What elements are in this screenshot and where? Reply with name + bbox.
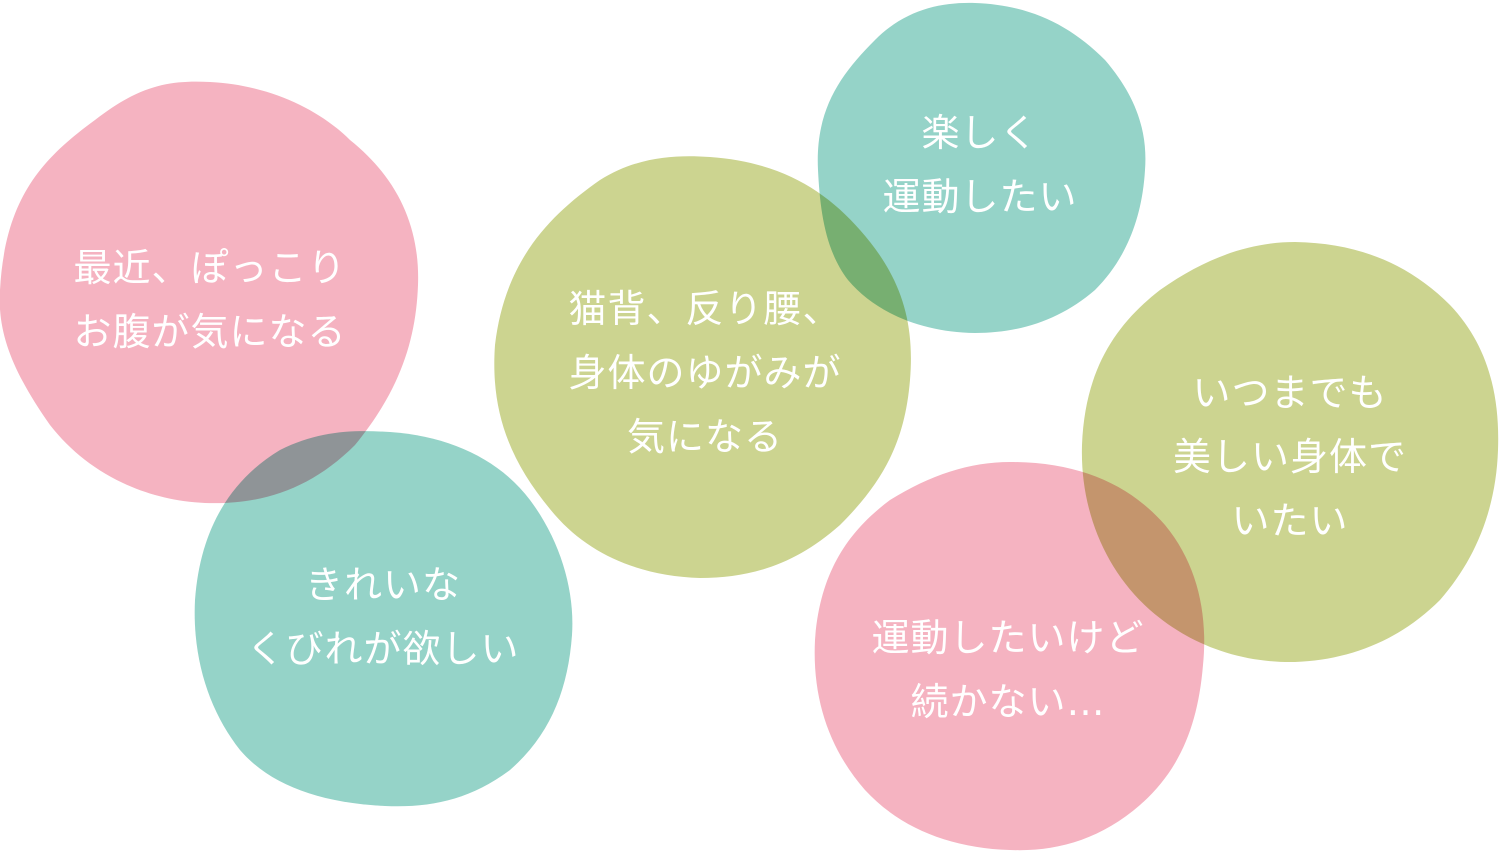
bubble-beauty-text: いつまでも 美しい身体で いたい [1173, 361, 1407, 553]
bubble-beauty-line-2: 美しい身体で [1172, 435, 1408, 479]
bubble-posture-line-1: 猫背、反り腰、 [568, 287, 842, 331]
bubble-continue-text: 運動したいけど 続かない… [871, 606, 1144, 734]
bubble-waist-line-1: きれいな [304, 563, 462, 607]
bubble-waist-line-2: くびれが欲しい [246, 627, 520, 671]
bubble-continue-line-2: 続かない… [910, 680, 1106, 724]
bubble-belly-line-2: お腹が気になる [73, 310, 347, 354]
bubble-posture-line-3: 気になる [626, 415, 784, 459]
bubble-belly-text: 最近、ぽっこり お腹が気になる [73, 236, 346, 364]
bubble-belly-line-1: 最近、ぽっこり [73, 246, 347, 290]
bubble-fun-shape [817, 2, 1146, 334]
bubble-fun-line-2: 運動したい [882, 175, 1078, 219]
bubble-beauty-line-1: いつまでも [1192, 371, 1388, 415]
bubble-continue-shape [814, 462, 1205, 851]
bubble-fun-text: 楽しく 運動したい [882, 101, 1077, 229]
bubble-beauty-shape [1081, 242, 1499, 663]
bubble-beauty-line-3: いたい [1231, 499, 1349, 543]
bubble-posture-line-2: 身体のゆがみが [568, 351, 842, 395]
bubble-posture-text: 猫背、反り腰、 身体のゆがみが 気になる [568, 277, 841, 469]
bubble-posture-shape [494, 156, 911, 578]
bubble-waist-text: きれいな くびれが欲しい [246, 553, 519, 681]
bubble-belly-shape [0, 81, 419, 504]
bubble-continue-line-1: 運動したいけど [871, 616, 1145, 660]
bubble-fun-line-1: 楽しく [921, 111, 1039, 155]
bubble-waist-shape [194, 431, 573, 807]
